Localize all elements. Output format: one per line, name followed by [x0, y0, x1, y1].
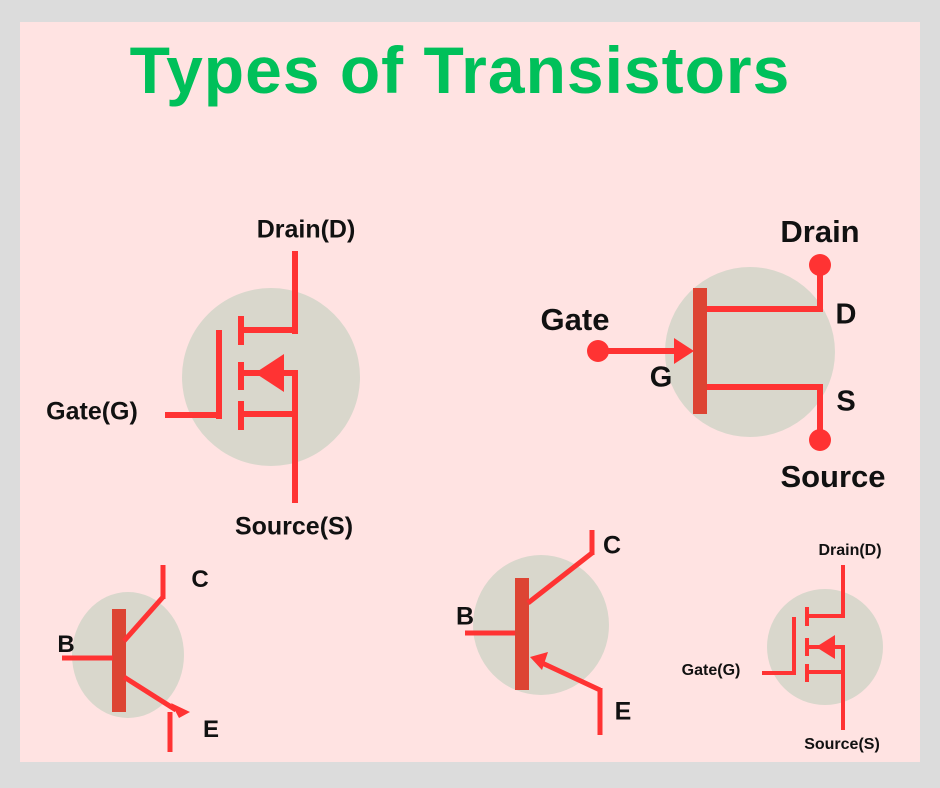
- page-title: Types of Transistors: [129, 33, 791, 107]
- small-mosfet-gate-label: Gate(G): [681, 662, 741, 679]
- jfet-gate-label: Gate: [540, 302, 610, 337]
- mosfet-drain-label: Drain(D): [256, 215, 356, 244]
- mosfet-large-symbol: [165, 251, 360, 503]
- npn-base-label: B: [57, 631, 75, 658]
- mosfet-small-symbol: [762, 565, 883, 730]
- pnp-bjt-symbol: [465, 530, 609, 735]
- jfet-d-label: D: [835, 298, 857, 331]
- jfet-source-label: Source: [780, 459, 886, 494]
- pnp-base-label: B: [455, 602, 475, 631]
- pnp-emitter-label: E: [614, 697, 632, 726]
- npn-collector-label: C: [191, 566, 209, 593]
- jfet-s-label: S: [836, 385, 856, 418]
- mosfet-source-label: Source(S): [234, 512, 354, 541]
- jfet-drain-label: Drain: [780, 214, 860, 249]
- jfet-g-label: G: [649, 361, 673, 394]
- npn-bjt-symbol: [62, 565, 190, 752]
- small-mosfet-drain-label: Drain(D): [818, 542, 882, 559]
- mosfet-gate-label: Gate(G): [46, 397, 138, 426]
- pnp-collector-label: C: [602, 531, 622, 560]
- small-mosfet-source-label: Source(S): [804, 736, 880, 753]
- npn-emitter-label: E: [202, 716, 220, 743]
- jfet-symbol: [587, 254, 835, 451]
